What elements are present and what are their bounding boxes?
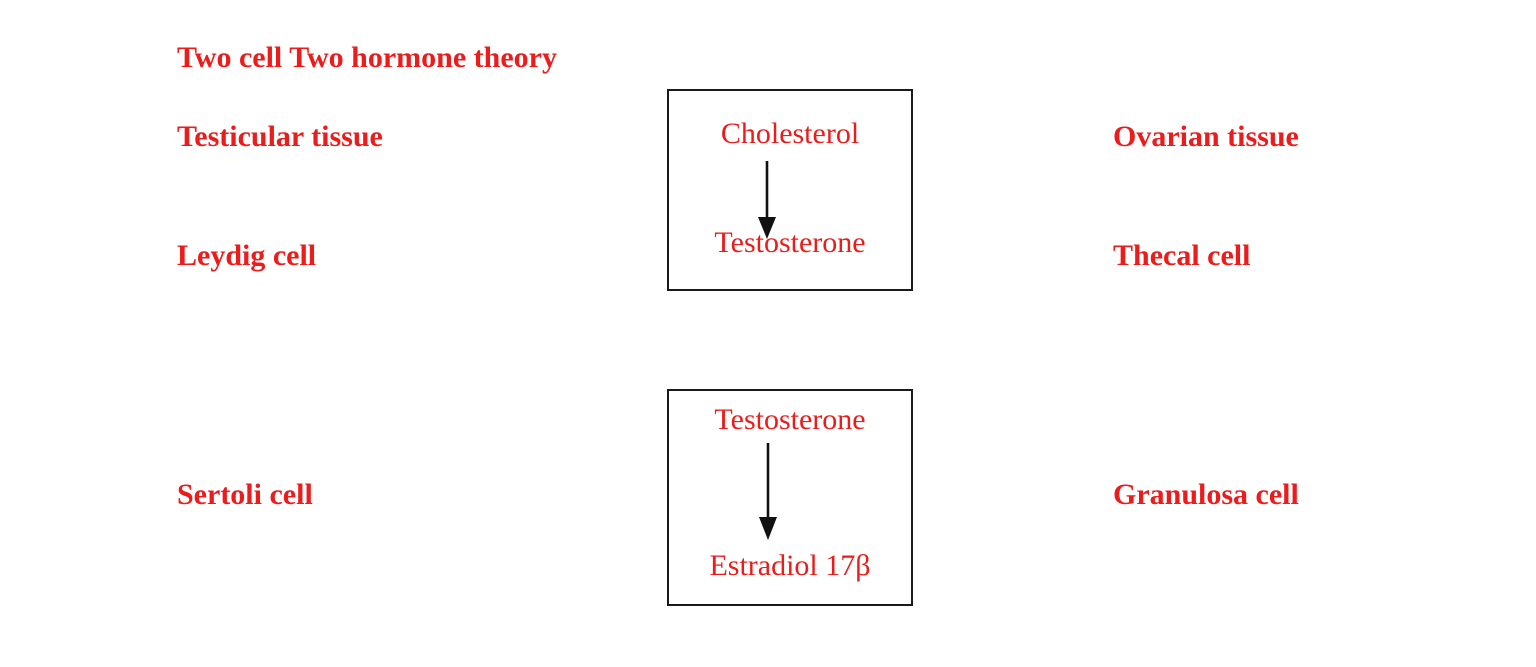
left-column-heading: Testicular tissue	[177, 120, 383, 153]
pathway-substrate-cholesterol: Cholesterol	[720, 117, 860, 150]
right-column-heading: Ovarian tissue	[1113, 120, 1299, 153]
right-cell-label-thecal: Thecal cell	[1113, 239, 1251, 272]
pathway-substrate-testosterone: Testosterone	[714, 403, 866, 436]
pathway-box-testosterone-estradiol: Testosterone Estradiol 17β	[667, 389, 913, 606]
left-cell-label-leydig: Leydig cell	[177, 239, 317, 272]
arrow-down-icon	[758, 161, 776, 239]
arrow-down-icon	[759, 443, 777, 540]
pathway-product-testosterone: Testosterone	[714, 226, 866, 259]
pathway-product-estradiol: Estradiol 17β	[709, 549, 871, 582]
right-cell-label-granulosa: Granulosa cell	[1113, 478, 1299, 511]
pathway-box-cholesterol-testosterone: Cholesterol Testosterone	[667, 89, 913, 291]
page-title: Two cell Two hormone theory	[177, 41, 557, 74]
left-cell-label-sertoli: Sertoli cell	[177, 478, 313, 511]
